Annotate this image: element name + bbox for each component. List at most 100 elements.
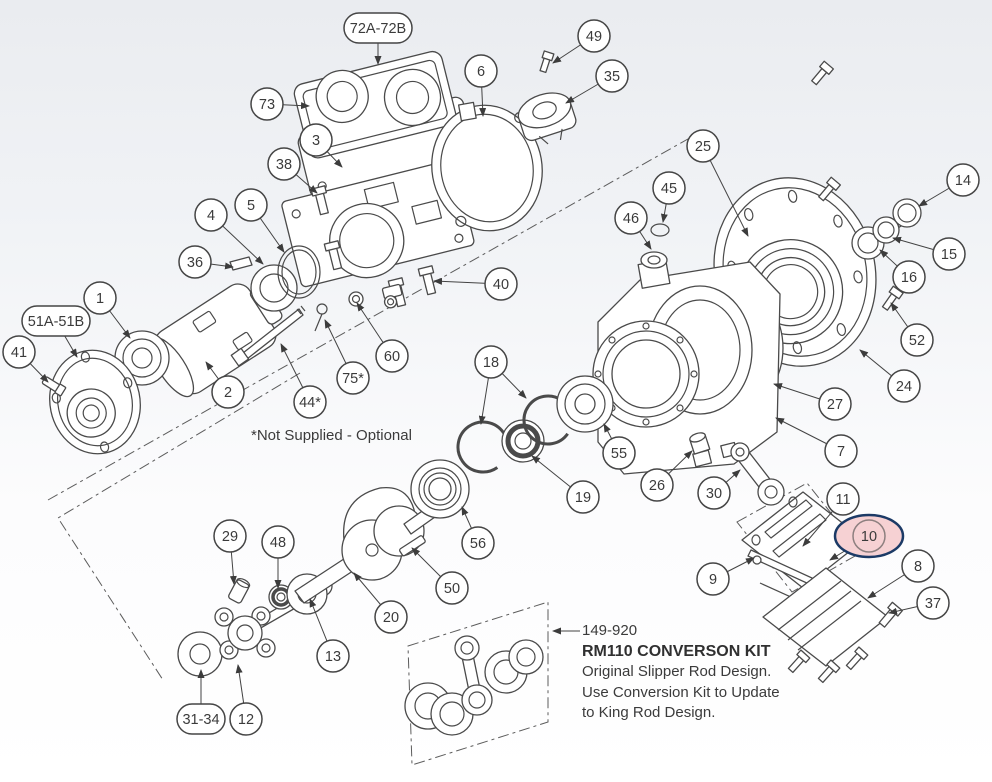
part-clamp-collar <box>517 92 577 145</box>
callout-52: 52 <box>890 302 934 357</box>
balloon-label: 16 <box>901 270 917 286</box>
balloon-label: 11 <box>835 492 850 508</box>
part-fasteners <box>310 185 437 332</box>
balloon-shape <box>375 339 409 373</box>
balloon-label: 48 <box>270 535 286 551</box>
balloon-label: 40 <box>493 277 509 293</box>
callout-6: 6 <box>464 54 498 117</box>
balloon-label: 1 <box>96 291 104 307</box>
balloon-shape <box>696 562 730 596</box>
balloon-shape <box>566 480 600 514</box>
balloon-shape <box>474 345 508 379</box>
callout-50: 50 <box>411 547 469 605</box>
kit-title: RM110 CONVERSON KIT <box>582 642 771 660</box>
callout-7: 7 <box>775 417 858 468</box>
balloon-label: 35 <box>604 69 620 85</box>
balloon-label: 9 <box>709 572 717 588</box>
callout-5: 5 <box>234 188 285 253</box>
balloon-shape <box>213 519 247 553</box>
balloon-shape <box>652 171 686 205</box>
kit-line: Original Slipper Rod Design. <box>582 663 772 680</box>
part-seal-rings <box>851 198 922 260</box>
part-connecting-rod <box>730 442 785 506</box>
balloon-shape <box>211 375 245 409</box>
balloon-shape <box>299 123 333 157</box>
part-left-flange <box>49 349 141 455</box>
callout-31-34: 31-34 <box>176 669 226 735</box>
part-key-36 <box>229 256 253 271</box>
balloon-shape <box>697 476 731 510</box>
balloon-shape <box>932 237 966 271</box>
callout-36: 36 <box>178 245 234 279</box>
callout-55: 55 <box>602 423 636 470</box>
part-conversion-kit <box>404 635 544 736</box>
callout-72a-72b: 72A-72B <box>343 12 413 65</box>
balloon-label: 46 <box>623 211 639 227</box>
balloon-shape <box>21 305 91 337</box>
part-head-cover <box>293 50 476 198</box>
part-bearing-4 <box>250 264 298 312</box>
balloon-shape <box>686 129 720 163</box>
balloon-label: 8 <box>914 559 922 575</box>
part-bushing <box>689 432 711 455</box>
balloon-label: 25 <box>695 139 711 155</box>
balloon-label: 73 <box>259 97 275 113</box>
balloon-label: 4 <box>207 208 215 224</box>
balloon-shape <box>343 12 413 44</box>
balloon-label: 15 <box>941 247 957 263</box>
balloon-label: 41 <box>11 345 27 361</box>
callout-4: 4 <box>194 198 264 265</box>
balloon-label: 56 <box>470 536 486 552</box>
balloon-shape <box>2 335 36 369</box>
balloon-shape <box>176 703 226 735</box>
callout-16: 16 <box>879 249 926 294</box>
balloon-label: 72A-72B <box>350 21 406 37</box>
part-screw-49 <box>539 50 555 74</box>
callout-18: 18 <box>474 345 527 425</box>
part-gasket <box>431 101 543 232</box>
balloon-label: 52 <box>909 333 925 349</box>
balloon-shape <box>83 281 117 315</box>
callout-20: 20 <box>353 572 408 634</box>
balloon-label: 12 <box>238 712 254 728</box>
callout-10: 10 <box>829 513 905 561</box>
part-crankcase <box>592 223 784 475</box>
balloon-label: 7 <box>837 444 845 460</box>
callout-30: 30 <box>697 469 741 510</box>
callout-73: 73 <box>250 87 310 121</box>
balloon-label: 19 <box>575 490 591 506</box>
callout-29: 29 <box>213 519 247 585</box>
callout-51a-51b: 51A-51B <box>21 305 91 358</box>
balloon-shape <box>614 201 648 235</box>
part-crankshaft-group <box>177 375 614 677</box>
balloon-shape <box>261 525 295 559</box>
callout-19: 19 <box>531 455 600 514</box>
balloon-shape <box>229 702 263 736</box>
highlight-ellipse <box>833 513 905 559</box>
kit-line: Use Conversion Kit to Update <box>582 683 780 701</box>
conversion-kit-note: 149-920 RM110 CONVERSON KIT Original Sli… <box>582 621 780 724</box>
balloon-label: 38 <box>276 157 292 173</box>
not-supplied-note: *Not Supplied - Optional <box>251 427 412 444</box>
balloon-label: 5 <box>247 198 255 214</box>
callout-8: 8 <box>867 549 935 599</box>
balloon-label: 6 <box>477 64 485 80</box>
callout-46: 46 <box>614 201 652 250</box>
balloon-shape <box>316 639 350 673</box>
balloon-label: 75* <box>342 371 364 387</box>
part-pushrod <box>230 305 306 367</box>
balloon-shape <box>250 87 284 121</box>
balloon-label: 44* <box>299 395 321 411</box>
part-cylinder-head <box>762 567 903 684</box>
balloon-label: 20 <box>383 610 399 626</box>
balloon-label: 24 <box>896 379 912 395</box>
callout-15: 15 <box>892 236 966 271</box>
kit-line: to King Rod Design. <box>582 704 716 721</box>
balloon-shape <box>577 19 611 53</box>
part-bolts <box>811 60 904 311</box>
balloon-label: 31-34 <box>182 712 219 728</box>
balloon-label: 14 <box>955 173 971 189</box>
balloon-label: 10 <box>861 529 877 545</box>
balloon-label: 27 <box>827 397 843 413</box>
